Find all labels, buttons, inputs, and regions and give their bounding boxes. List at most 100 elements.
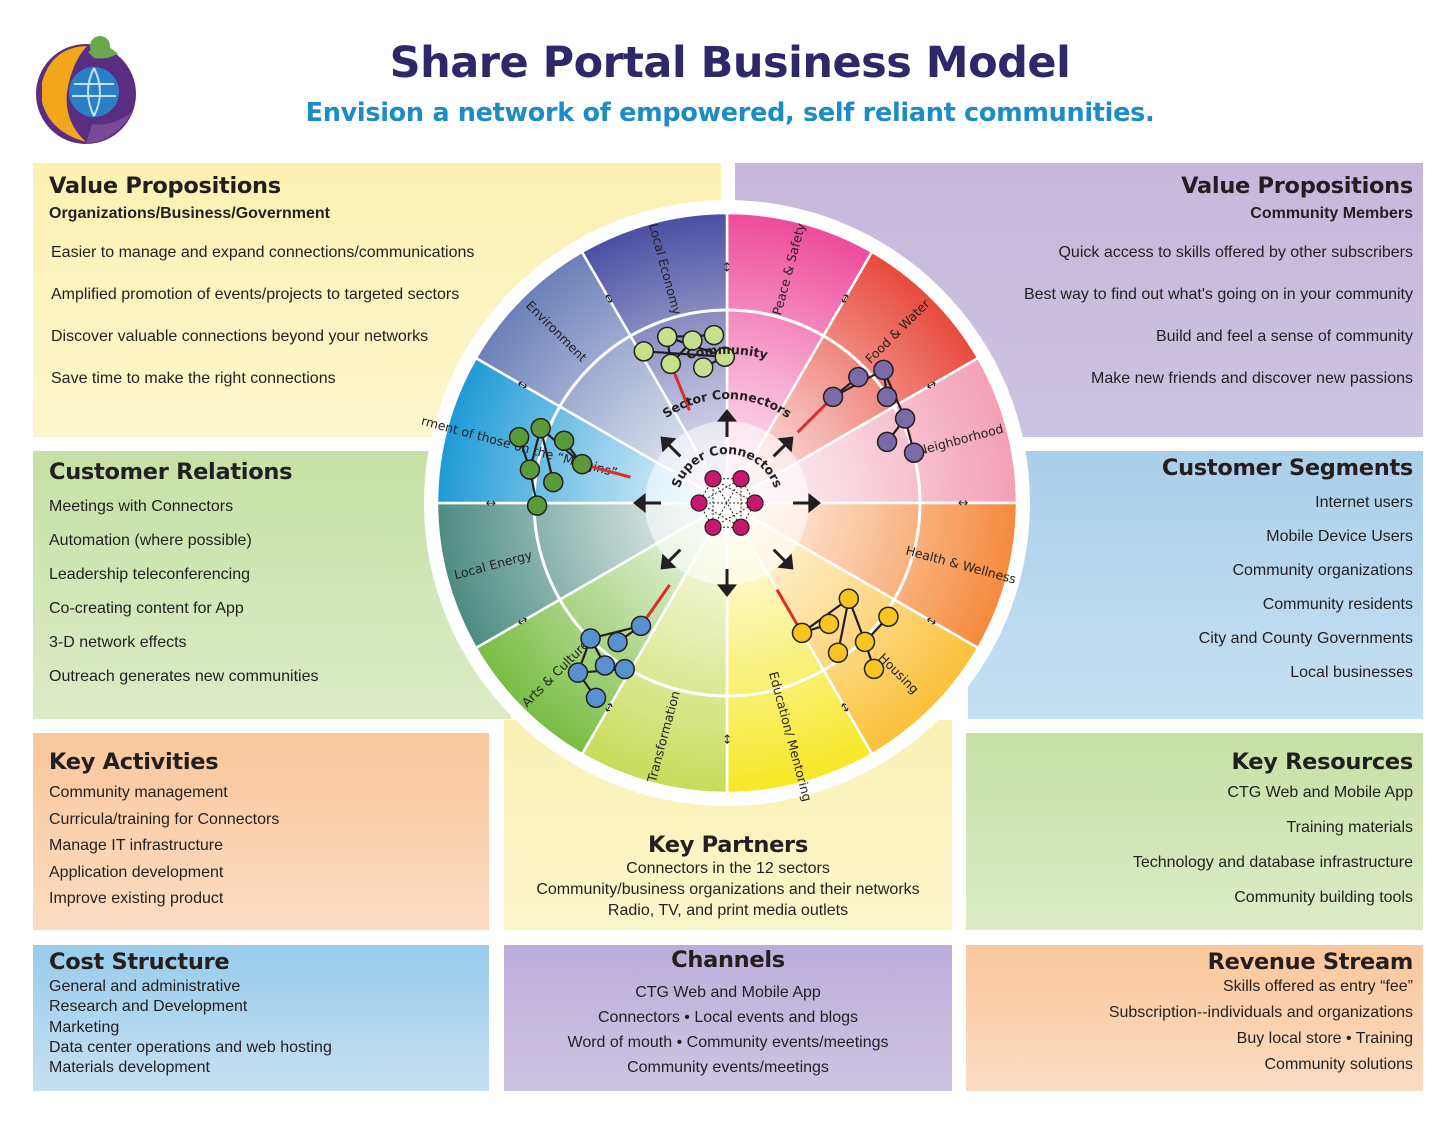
- panel-title: Key Partners: [648, 832, 808, 858]
- panel-title: Key Activities: [49, 749, 219, 775]
- super-connector-edge: [712, 478, 742, 528]
- network-node: [553, 430, 575, 452]
- network-node: [876, 386, 898, 408]
- network-node: [822, 386, 844, 408]
- list-item: Connectors in the 12 sectors: [626, 860, 830, 877]
- list-item: Amplified promotion of events/projects t…: [51, 286, 460, 303]
- network-node: [594, 655, 616, 676]
- list-item: Community building tools: [1234, 889, 1413, 906]
- channels-panel: Channels CTG Web and Mobile App Connecto…: [504, 945, 952, 1091]
- network-node: [894, 408, 916, 429]
- list-item: Community residents: [1262, 596, 1413, 613]
- network-node: [876, 431, 898, 453]
- list-item: Radio, TV, and print media outlets: [607, 902, 849, 919]
- list-item: Improve existing product: [49, 890, 224, 907]
- connector-link: [602, 468, 631, 479]
- list-item: Community organizations: [1232, 562, 1413, 579]
- list-item: Automation (where possible): [49, 532, 252, 549]
- list-item: Skills offered as entry “fee”: [1222, 978, 1413, 995]
- network-node: [526, 495, 548, 516]
- list-item: Training materials: [1286, 819, 1413, 836]
- arrow-head: [717, 409, 737, 422]
- list-item: Data center operations and web hosting: [49, 1038, 332, 1056]
- list-item: CTG Web and Mobile App: [1227, 784, 1413, 801]
- list-item: Community management: [49, 784, 228, 801]
- arrow-head: [717, 584, 737, 597]
- customer-relations-panel: Customer Relations Meetings with Connect…: [33, 451, 511, 719]
- network-node: [614, 658, 636, 680]
- network-node: [703, 324, 725, 346]
- sector-divider-arrow: ↕: [484, 498, 499, 508]
- network-node: [873, 359, 894, 381]
- network-node: [692, 357, 714, 378]
- network-node: [607, 631, 628, 653]
- network-node: [854, 631, 876, 653]
- list-item: Quick access to skills offered by other …: [1058, 244, 1413, 261]
- sector-divider-arrow: ↕: [722, 732, 732, 747]
- sector-divider-arrow: ↕: [956, 498, 971, 508]
- list-item: Leadership teleconferencing: [49, 566, 251, 583]
- super-connector-node: [704, 518, 722, 536]
- customer-segments-panel: Customer Segments Internet users Mobile …: [968, 451, 1423, 719]
- arrow-head: [660, 553, 677, 570]
- list-item: Build and feel a sense of community: [1155, 328, 1413, 345]
- panel-title: Value Propositions: [1181, 173, 1413, 199]
- connector-link: [796, 411, 819, 434]
- list-item: CTG Web and Mobile App: [635, 984, 821, 1001]
- community-arc-label: Community: [685, 342, 770, 362]
- network-node: [682, 330, 703, 351]
- network-node: [903, 442, 925, 463]
- super-connector-node: [732, 470, 750, 488]
- list-item: Save time to make the right connections: [51, 370, 336, 387]
- list-item: Meetings with Connectors: [49, 498, 234, 515]
- list-item: 3-D network effects: [49, 634, 187, 651]
- super-connector-node: [732, 518, 750, 536]
- arrow-head: [777, 436, 794, 453]
- network-node: [714, 346, 736, 367]
- list-item: Easier to manage and expand connections/…: [51, 244, 475, 261]
- list-item: Buy local store • Training: [1236, 1030, 1413, 1047]
- arrow-head: [660, 436, 677, 453]
- page-subtitle: Envision a network of empowered, self re…: [305, 98, 1155, 128]
- list-item: Co-creating content for App: [49, 600, 244, 617]
- panel-title: Revenue Stream: [1207, 949, 1414, 975]
- list-item: Technology and database infrastructure: [1132, 854, 1413, 871]
- network-node: [585, 687, 607, 709]
- network-node: [818, 613, 840, 635]
- sector-wheel-svg: Peace & Safety↕Food & Water↕Neighborhood…: [368, 200, 1030, 806]
- connector-link: [677, 383, 691, 411]
- list-item: Community solutions: [1264, 1056, 1414, 1073]
- panel-subtitle: Community Members: [1250, 205, 1413, 222]
- sector-divider-arrow: ↕: [722, 260, 732, 275]
- network-node: [660, 353, 682, 375]
- list-item: Local businesses: [1290, 664, 1413, 681]
- arrow-head: [777, 553, 794, 570]
- list-item: Community events/meetings: [627, 1059, 829, 1076]
- network-node: [543, 471, 564, 493]
- list-item: Internet users: [1315, 494, 1413, 511]
- panel-title: Key Resources: [1231, 749, 1414, 775]
- network-node: [863, 658, 885, 680]
- list-item: Marketing: [49, 1018, 120, 1036]
- page-title: Share Portal Business Model: [389, 38, 1071, 88]
- globe-hands-logo: [32, 32, 140, 150]
- panel-title: Customer Segments: [1161, 455, 1413, 481]
- network-node: [633, 341, 655, 362]
- list-item: Manage IT infrastructure: [49, 837, 224, 854]
- panel-title: Customer Relations: [49, 459, 293, 485]
- list-item: Make new friends and discover new passio…: [1091, 370, 1413, 387]
- list-item: Community/business organizations and the…: [536, 881, 920, 898]
- network-node: [878, 606, 899, 627]
- list-item: Discover valuable connections beyond you…: [51, 328, 429, 345]
- list-item: Curricula/training for Connectors: [49, 810, 280, 828]
- super-connector-node: [704, 470, 722, 488]
- network-node: [567, 662, 589, 683]
- key-activities-panel: Key Activities Community management Curr…: [33, 733, 489, 930]
- network-node: [838, 588, 860, 609]
- connector-link: [652, 584, 671, 609]
- list-item: Mobile Device Users: [1266, 528, 1413, 545]
- cost-structure-panel: Cost Structure General and administrativ…: [33, 945, 489, 1091]
- arrow-head: [633, 493, 646, 513]
- network-node: [827, 642, 849, 663]
- list-item: Subscription--individuals and organizati…: [1108, 1004, 1413, 1021]
